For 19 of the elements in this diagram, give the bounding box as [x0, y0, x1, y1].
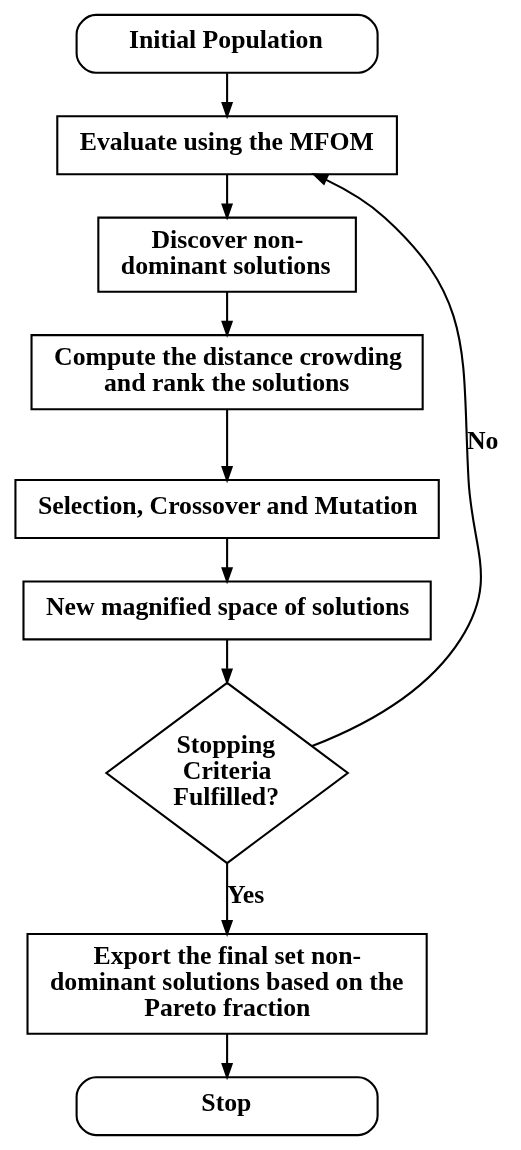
node-box: Selection, Crossover and Mutation: [14, 479, 440, 540]
node-box: Stop: [75, 1076, 379, 1137]
node-box: Export the final set non-dominant solutions based on the Pareto fraction: [26, 932, 428, 1035]
arrow: [221, 174, 234, 221]
arrow: [221, 291, 234, 338]
arrow: [221, 409, 234, 484]
arrow: [221, 73, 234, 120]
arrow: [221, 639, 234, 686]
edge-label: Yes: [227, 880, 265, 910]
arrow: [221, 863, 234, 938]
arrow: [221, 538, 234, 585]
node-diamond: Stopping Criteria Fulfilled?: [104, 681, 350, 865]
node-box: Discover non-dominant solutions: [97, 216, 357, 293]
arrow: [221, 1033, 234, 1081]
node-box: New magnified space of solutions: [22, 580, 432, 641]
node-box: Evaluate using the MFOM: [56, 115, 398, 176]
arrow: [311, 173, 482, 748]
node-box: Compute the distance crowding and rank the solutions: [30, 334, 424, 411]
node-box: Initial Population: [75, 13, 379, 74]
